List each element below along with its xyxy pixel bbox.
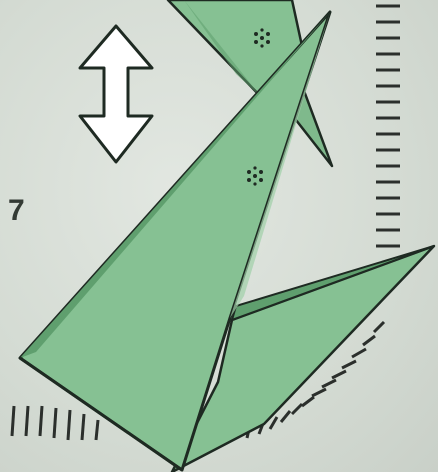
double-arrow-vertical-icon [80, 26, 152, 162]
bottom-tick-scale [12, 406, 98, 440]
right-tick-scale [376, 6, 400, 246]
